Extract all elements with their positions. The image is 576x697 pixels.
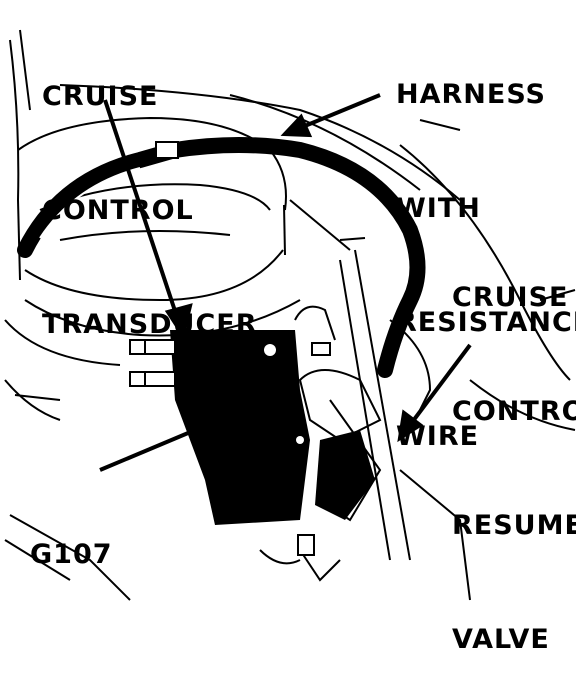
- label-cruise-control-resume-valve: CRUISE CONTROL RESUME VALVE: [452, 203, 576, 697]
- transducer-body: [129, 330, 310, 525]
- harness-highlight: [39, 167, 141, 239]
- air-cleaner: [4, 116, 351, 421]
- harness-line-1: HARNESS: [396, 79, 547, 110]
- transducer-line-2: CONTROL: [42, 195, 194, 226]
- harness-wire: [17, 137, 426, 378]
- harness-line-3: RESISTANCE: [396, 307, 576, 338]
- label-g107: G107: [30, 460, 113, 612]
- bottom-connector: [297, 534, 315, 556]
- valve-connector: [311, 342, 331, 356]
- valve-line-3: RESUME: [452, 510, 576, 541]
- harness-line-2: WITH: [396, 193, 481, 224]
- lower-panel: [4, 469, 471, 601]
- harness-line-4: WIRE: [396, 421, 480, 452]
- valve-line-1: CRUISE: [452, 282, 569, 313]
- g107-text: G107: [30, 539, 113, 570]
- valve-line-2: CONTROL: [452, 396, 576, 427]
- valve-line-4: VALVE: [452, 624, 550, 655]
- label-harness-with-resistance-wire: HARNESS WITH RESISTANCE WIRE: [396, 0, 576, 494]
- label-cruise-control-transducer: CRUISE CONTROL TRANSDUCER: [42, 2, 258, 382]
- engine-illustration: [4, 29, 576, 601]
- body-outline: [9, 29, 576, 431]
- leader-arrows: [99, 93, 472, 472]
- transducer-line-3: TRANSDUCER: [42, 309, 258, 340]
- transducer-line-1: CRUISE: [42, 81, 159, 112]
- harness-clip: [155, 141, 179, 159]
- resume-valve: [315, 430, 375, 520]
